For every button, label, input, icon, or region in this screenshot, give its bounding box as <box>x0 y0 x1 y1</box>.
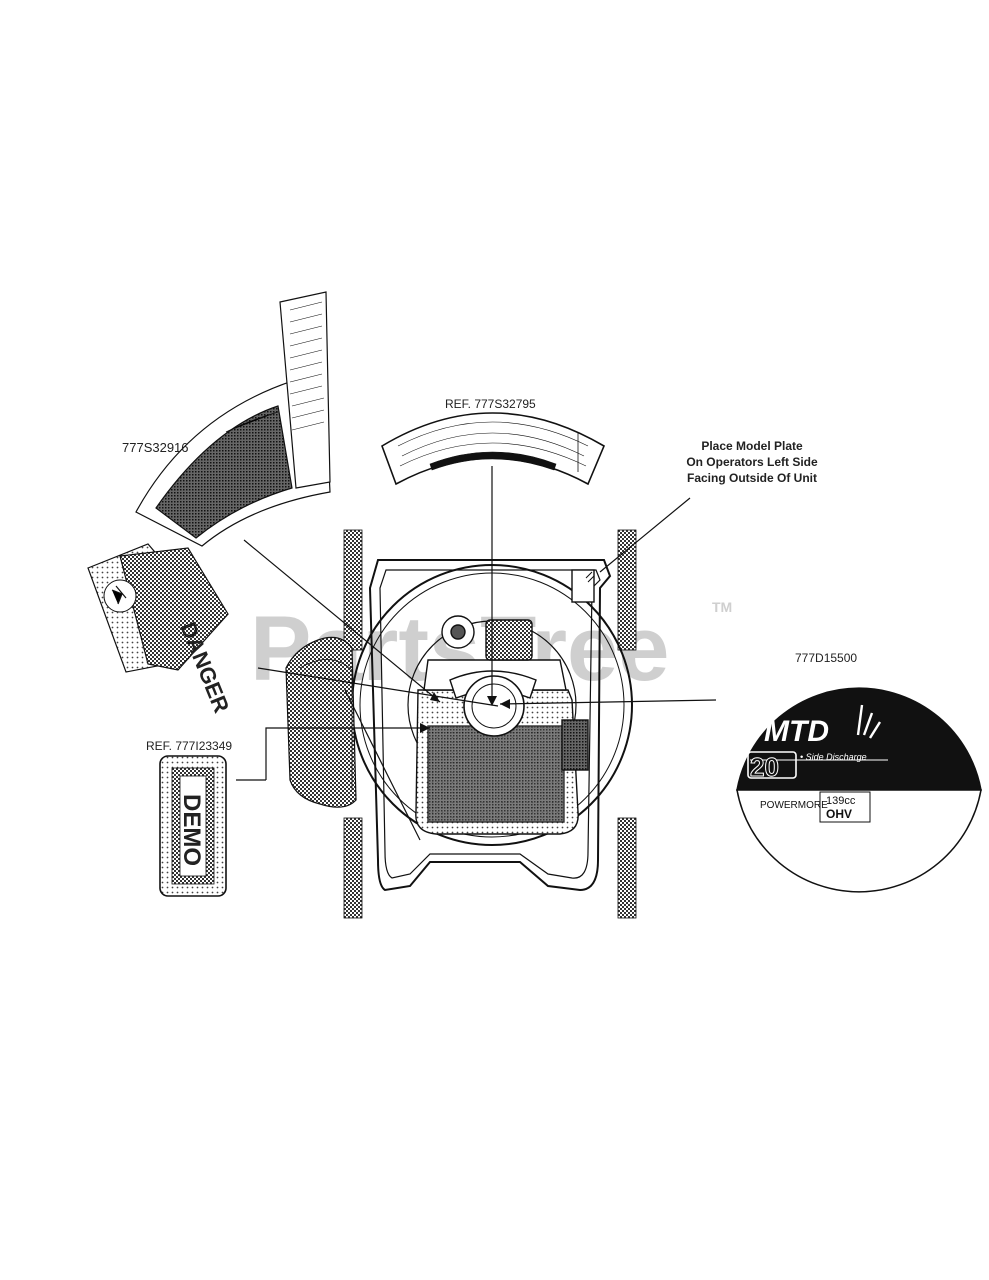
wheel-front-left <box>343 529 363 651</box>
engine <box>415 615 589 835</box>
leader-lines <box>236 466 717 841</box>
model-plate-note: Place Model Plate On Operators Left Side… <box>686 439 818 485</box>
engine-brand-text: POWERMORE <box>760 800 828 811</box>
demo-word: DEMO <box>178 794 205 866</box>
mtd-brand-decal <box>736 687 982 893</box>
wheel-rear-left <box>343 817 363 919</box>
mower-deck <box>368 559 612 892</box>
model-plate-line-2: On Operators Left Side <box>686 455 818 469</box>
label-777I23349: REF. 777I23349 <box>146 739 232 753</box>
engine-size-text: 139cc <box>826 795 856 807</box>
model-plate-location <box>571 569 595 603</box>
demo-decal <box>159 755 227 897</box>
wheels <box>343 529 637 919</box>
watermark-tm: TM <box>712 599 732 615</box>
arrowheads <box>420 692 510 733</box>
model-plate-line-1: Place Model Plate <box>701 439 803 453</box>
instruction-decal <box>381 412 606 486</box>
discharge-chute <box>285 636 357 808</box>
side-discharge-text: • Side Discharge <box>800 752 867 762</box>
engine-type-text: OHV <box>826 807 852 821</box>
deck-size-text: 20 <box>750 752 779 782</box>
mtd-logo-text: MTD <box>764 715 829 748</box>
wheel-front-right <box>617 529 637 651</box>
label-777D15500: 777D15500 <box>795 651 857 665</box>
danger-decal <box>87 291 331 673</box>
wheel-rear-right <box>617 817 637 919</box>
model-plate-line-3: Facing Outside Of Unit <box>687 471 817 485</box>
danger-word: DANGER <box>175 619 234 717</box>
label-777S32795: REF. 777S32795 <box>445 397 536 411</box>
label-777S32916: 777S32916 <box>122 440 189 455</box>
